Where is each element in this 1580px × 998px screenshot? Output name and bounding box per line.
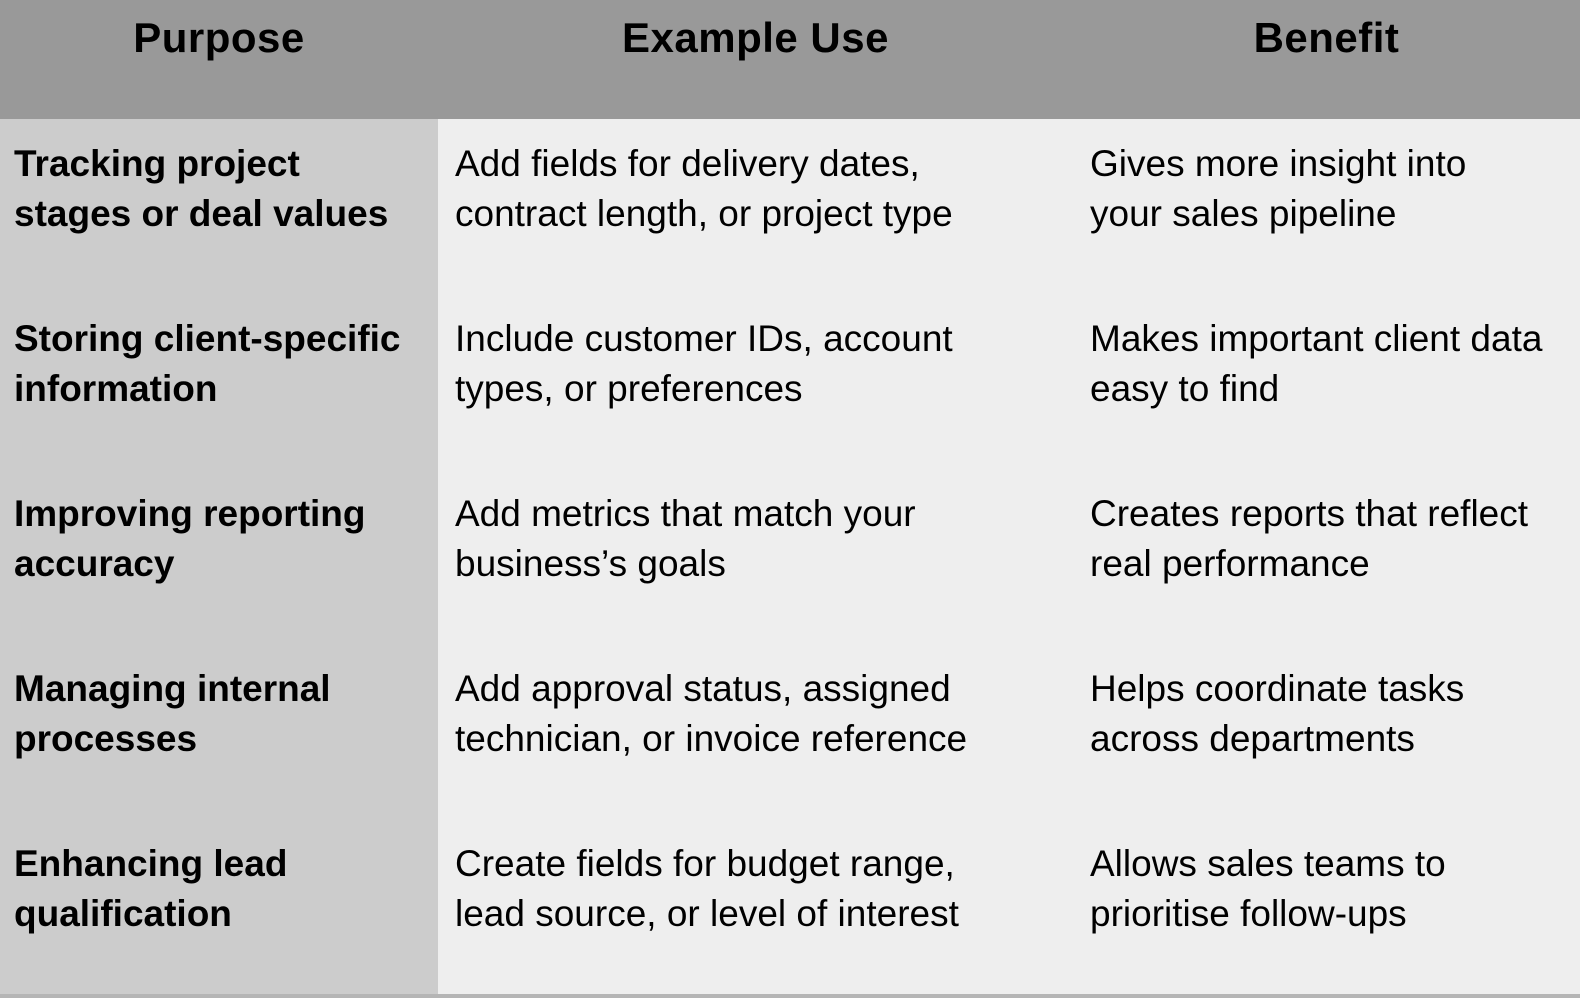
benefit-cell: Makes important client data easy to find	[1073, 294, 1580, 469]
purpose-cell: Storing client-specific information	[0, 294, 438, 469]
table-row: Enhancing lead qualification Create fiel…	[0, 819, 1580, 994]
header-benefit: Benefit	[1253, 14, 1400, 61]
table-row: Managing internal processes Add approval…	[0, 644, 1580, 819]
example-use-cell: Add fields for delivery dates, contract …	[438, 119, 1073, 294]
purpose-cell: Improving reporting accuracy	[0, 469, 438, 644]
table-row: Improving reporting accuracy Add metrics…	[0, 469, 1580, 644]
example-use-cell: Add approval status, assigned technician…	[438, 644, 1073, 819]
benefit-cell: Gives more insight into your sales pipel…	[1073, 119, 1580, 294]
example-use-cell: Create fields for budget range, lead sou…	[438, 819, 1073, 994]
example-use-cell: Include customer IDs, account types, or …	[438, 294, 1073, 469]
table-row: Storing client-specific information Incl…	[0, 294, 1580, 469]
table-body: Tracking project stages or deal values A…	[0, 119, 1580, 994]
header-purpose: Purpose	[133, 14, 305, 61]
purpose-cell: Enhancing lead qualification	[0, 819, 438, 994]
benefit-cell: Helps coordinate tasks across department…	[1073, 644, 1580, 819]
benefit-cell: Allows sales teams to prioritise follow-…	[1073, 819, 1580, 994]
table-header-row: Purpose Example Use Benefit	[0, 0, 1580, 119]
header-example-use: Example Use	[622, 14, 889, 61]
example-use-cell: Add metrics that match your business’s g…	[438, 469, 1073, 644]
purpose-cell: Managing internal processes	[0, 644, 438, 819]
table-row: Tracking project stages or deal values A…	[0, 119, 1580, 294]
purpose-cell: Tracking project stages or deal values	[0, 119, 438, 294]
benefit-cell: Creates reports that reflect real perfor…	[1073, 469, 1580, 644]
